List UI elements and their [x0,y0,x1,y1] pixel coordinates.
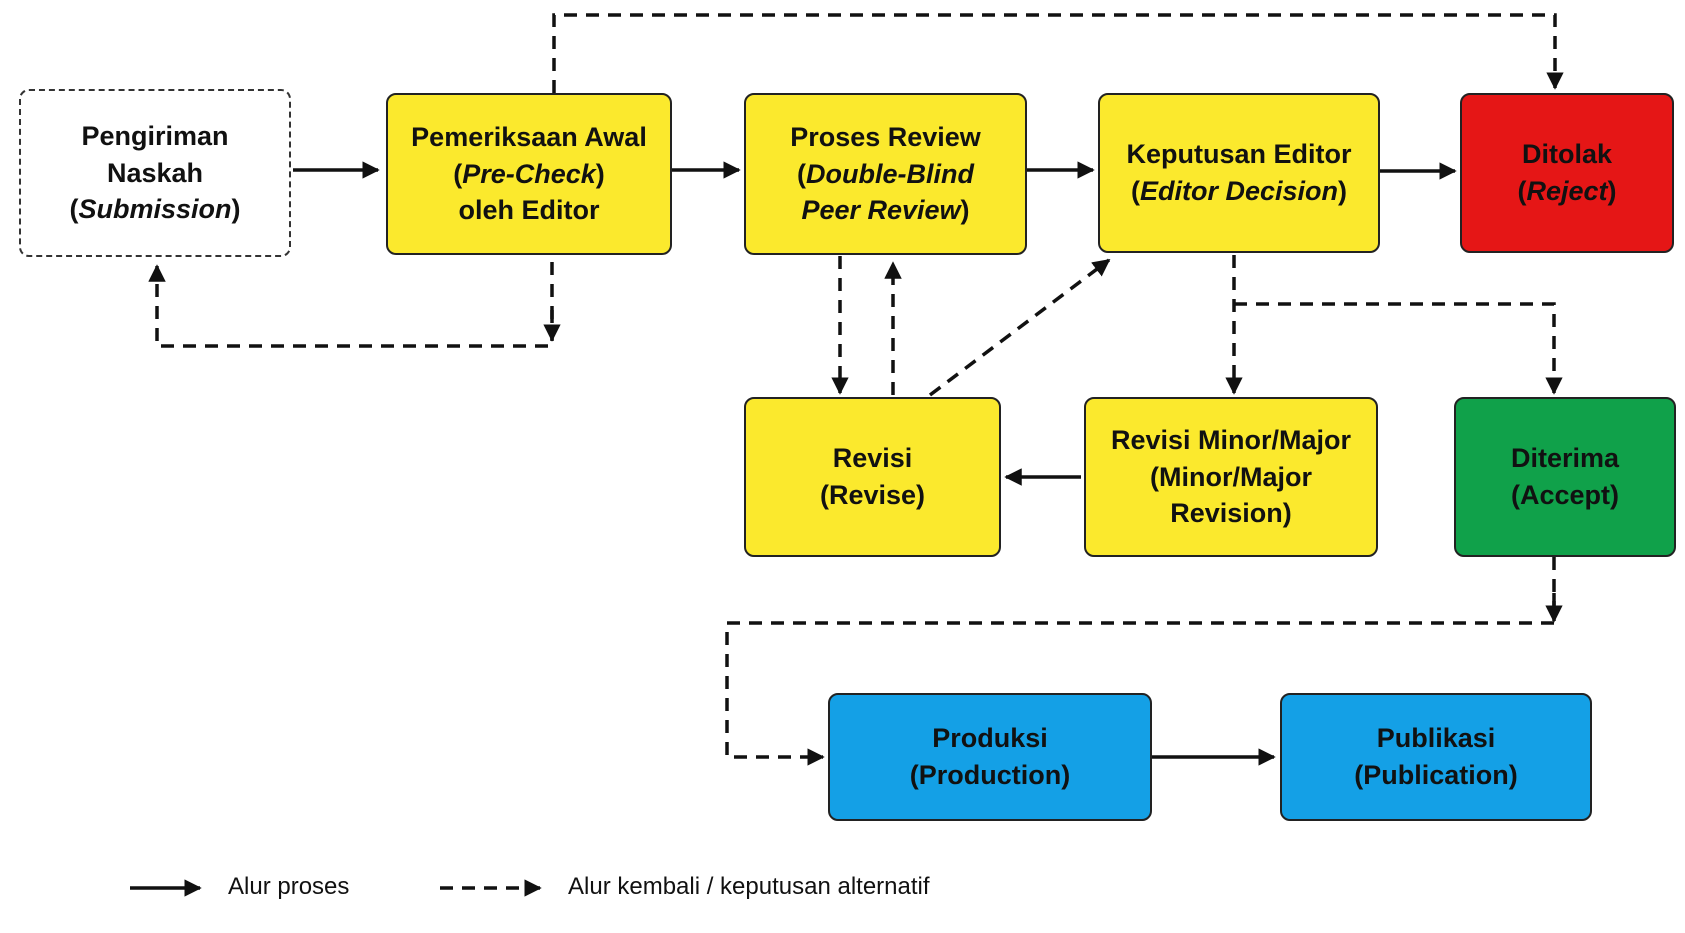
precheck-line2: (Pre-Check) [453,158,605,189]
reject-line2: (Reject) [1517,176,1617,206]
node-publication: Publikasi (Publication) [1280,693,1592,821]
node-editor-decision: Keputusan Editor (Editor Decision) [1098,93,1380,253]
revise-line2: (Revise) [819,480,926,510]
node-submission: Pengiriman Naskah (Submission) [19,89,291,257]
node-review: Proses Review (Double-Blind Peer Review) [744,93,1027,255]
node-revise: Revisi (Revise) [744,397,1001,557]
editor-decision-line1: Keputusan Editor [1126,139,1352,170]
accept-line2: (Accept) [1510,480,1619,510]
production-line2: (Production) [909,760,1071,790]
review-line1: Proses Review [790,121,981,152]
precheck-line3: oleh Editor [458,195,600,226]
node-precheck: Pemeriksaan Awal (Pre-Check) oleh Editor [386,93,672,255]
review-line3: Peer Review) [801,195,970,226]
production-line1: Produksi [932,723,1048,754]
publication-line1: Publikasi [1376,723,1496,754]
revise-line1: Revisi [832,443,913,474]
legend-dashed-label: Alur kembali / keputusan alternatif [568,873,930,900]
reject-line1: Ditolak [1521,139,1613,170]
minor-major-line1: Revisi Minor/Major [1110,424,1352,455]
accept-line1: Diterima [1510,443,1620,474]
dashed-precheck-to-submission [148,262,554,348]
dashed-precheck-to-reject [552,13,1564,93]
node-minor-major-revision: Revisi Minor/Major (Minor/Major Revision… [1084,397,1378,557]
dashed-decision-to-accept [1234,302,1563,395]
node-accept: Diterima (Accept) [1454,397,1676,557]
editor-decision-line2: (Editor Decision) [1130,176,1348,206]
node-production: Produksi (Production) [828,693,1152,821]
submission-line1: Pengiriman [81,120,229,151]
minor-major-line2: (Minor/Major [1150,461,1312,492]
dashed-revise-to-decision [928,258,1111,397]
legend-solid-label: Alur proses [228,873,350,900]
submission-line3: (Submission) [69,194,241,225]
review-line2: (Double-Blind [797,158,974,189]
submission-line2: Naskah [106,157,204,188]
minor-major-line3: Revision) [1170,498,1292,529]
node-reject: Ditolak (Reject) [1460,93,1674,253]
publication-line2: (Publication) [1354,760,1518,790]
precheck-line1: Pemeriksaan Awal [411,121,647,152]
